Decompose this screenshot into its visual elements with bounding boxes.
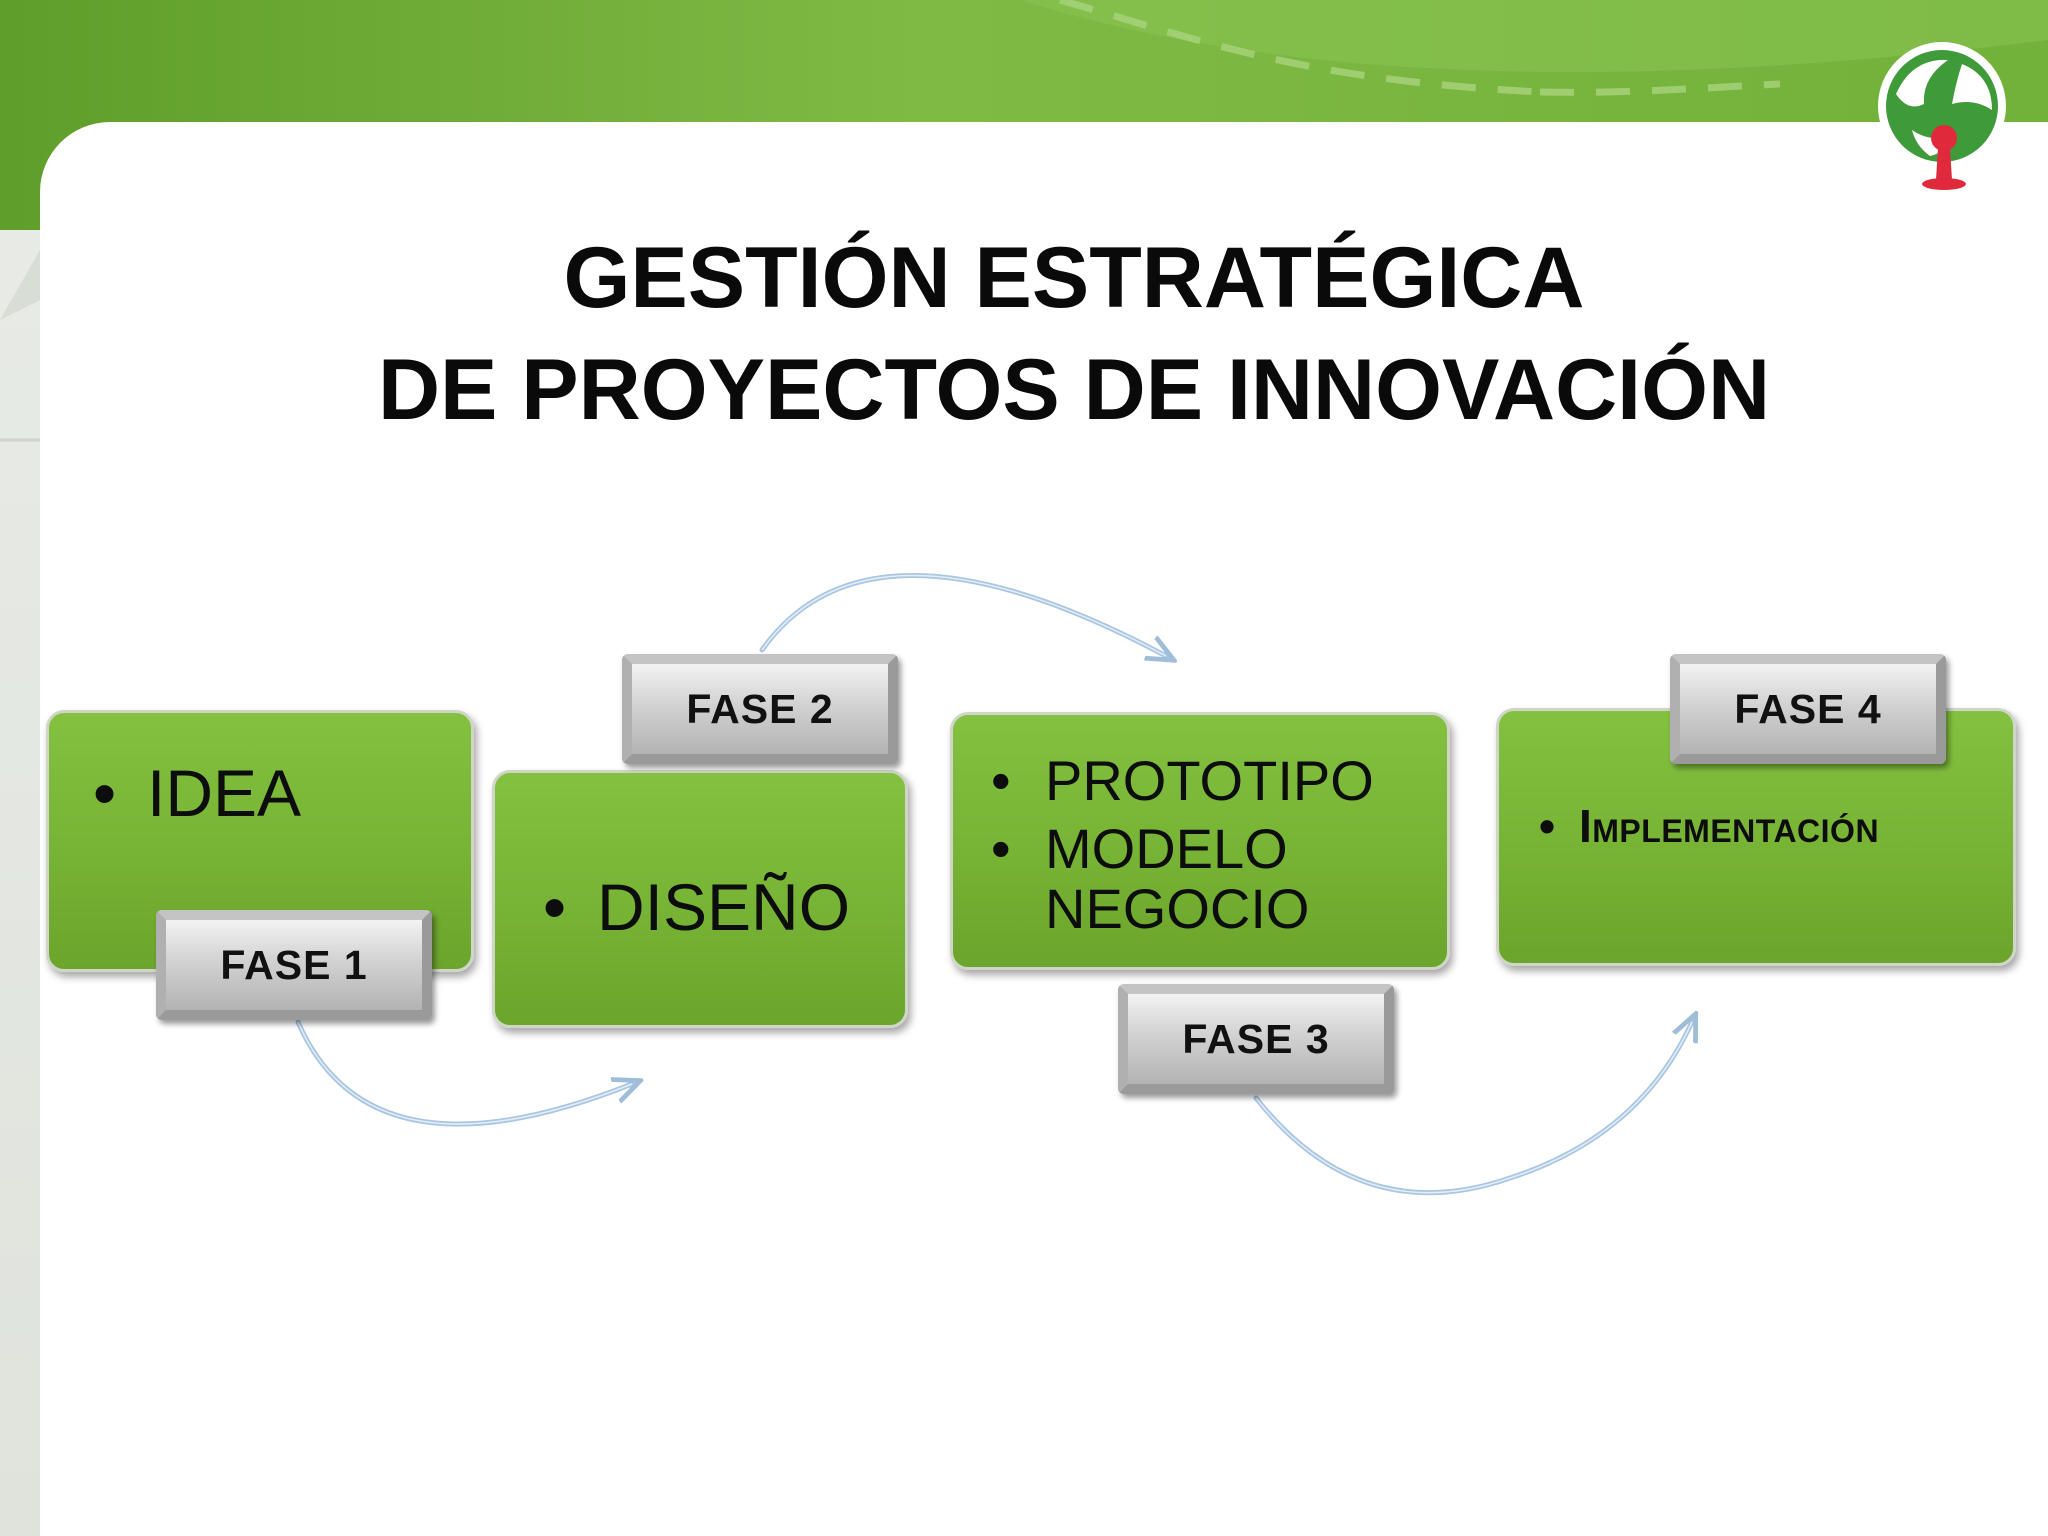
slide-title-line-1: GESTIÓN ESTRATÉGICA (563, 230, 1585, 326)
slide-title: GESTIÓN ESTRATÉGICA DE PROYECTOS DE INNO… (0, 222, 2048, 446)
phase-2-list: DISEÑO (543, 869, 905, 945)
phase-3-label: FASE 3 (1118, 984, 1394, 1094)
phase-1-label: FASE 1 (156, 910, 432, 1020)
phase-3-item-modelo-negocio: MODELO NEGOCIO (991, 819, 1345, 939)
phase-2-box: DISEÑO (492, 770, 908, 1028)
phase-4-item: Implementación (1539, 799, 2013, 853)
phase-2-label: FASE 2 (622, 654, 898, 764)
organization-logo (1878, 42, 2006, 190)
phase-4-list: Implementación (1539, 799, 2013, 853)
phase-3-list: PROTOTIPO MODELO NEGOCIO (991, 751, 1427, 939)
connector-arrow-2-3 (759, 573, 1166, 656)
phase-3-box: PROTOTIPO MODELO NEGOCIO (950, 712, 1450, 970)
phase-1-item: IDEA (93, 755, 471, 831)
slide-title-line-2: DE PROYECTOS DE INNOVACIÓN (377, 342, 1771, 438)
connector-arrow-1-2 (295, 1019, 632, 1127)
phase-4-label: FASE 4 (1670, 654, 1946, 764)
phase-2-item: DISEÑO (543, 869, 905, 945)
phase-1-list: IDEA (93, 755, 471, 831)
phase-3-item-prototipo: PROTOTIPO (991, 751, 1427, 812)
